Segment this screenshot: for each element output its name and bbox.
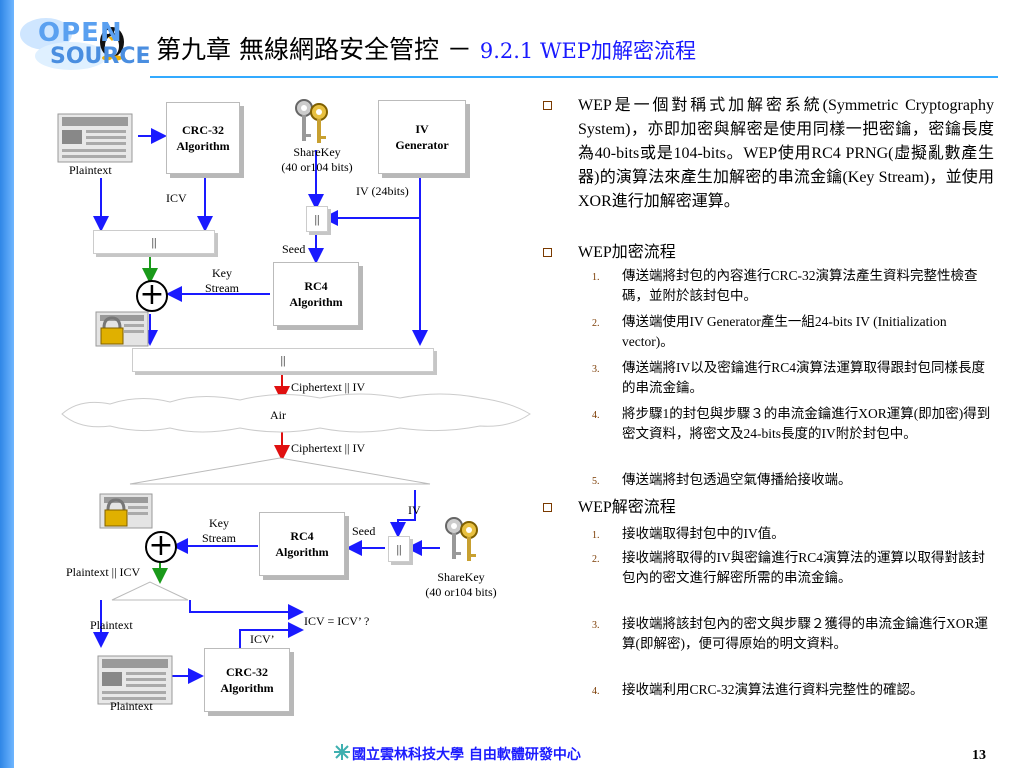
label-icv-prime: ICV’ [250,632,275,646]
snowflake-icon [334,744,350,764]
enc-step-3: 傳送端將IV以及密鑰進行RC4演算法運算取得跟封包同樣長度的串流金鑰。 [622,360,986,395]
xor-operator-sender: + [136,280,168,312]
rc4-algorithm-box-receiver: RC4 Algorithm [259,512,345,576]
label-icv: ICV [166,191,187,205]
enc-step-1: 傳送端將封包的內容進行CRC-32演算法產生資料完整性檢查碼，並附於該封包中。 [622,268,978,303]
footer-organization: 國立雲林科技大學 自由軟體研發中心 [352,747,581,763]
enc-step-4: 將步驟1的封包與步驟３的串流金鑰進行XOR運算(即加密)得到密文資料，將密文及2… [622,406,991,441]
open-source-logo [16,14,134,74]
bullet-square-1 [543,101,552,110]
dec-step-2: 接收端將取得的IV與密鑰進行RC4演算法的運算以取得對該封包內的密文進行解密所需… [622,550,986,585]
label-plaintext-icv: Plaintext || ICV [66,565,141,579]
page-number: 13 [972,748,986,763]
dec-step-4-number: 4. [592,686,600,697]
enc-step-2: 傳送端使用IV Generator產生一組24-bits IV (Initial… [622,314,947,349]
logo-text-source: SOURCE [50,44,151,69]
bullet-square-2 [543,248,552,257]
label-seed-sender: Seed [282,242,306,256]
newspaper-icon-receiver [96,654,176,710]
bullet-wep-encrypt-heading: WEP加密流程 [578,244,676,261]
label-iv: IV [408,503,421,517]
label-plaintext-3: Plaintext [110,699,153,713]
locked-newspaper-icon-sender [94,310,150,354]
dec-step-1: 接收端取得封包中的IV值。 [622,526,785,541]
label-air: Air [270,408,286,422]
enc-step-5-number: 5. [592,476,600,487]
slide-title: 第九章 無線網路安全管控 － 9.2.1 WEP加解密流程 [156,30,696,66]
enc-step-2-number: 2. [592,318,600,329]
key-icon-sender [292,98,332,150]
concat-box-sender: || [306,206,328,232]
dec-step-1-number: 1. [592,530,600,541]
label-sharekey-sender: ShareKey (40 or104 bits) [281,145,353,174]
label-plaintext-1: Plaintext [69,163,112,177]
locked-newspaper-icon-receiver [98,492,154,536]
rc4-algorithm-box-sender: RC4 Algorithm [273,262,359,326]
label-plaintext-2: Plaintext [90,618,133,632]
crc32-algorithm-box-sender: CRC-32 Algorithm [166,102,240,174]
enc-step-5: 傳送端將封包透過空氣傳播給接收端。 [622,472,852,487]
title-underline [150,76,998,78]
bullet-square-3 [543,503,552,512]
enc-step-3-number: 3. [592,364,600,375]
label-key-stream-sender: Key Stream [205,266,239,295]
enc-step-1-number: 1. [592,272,600,283]
label-key-stream-receiver: Key Stream [202,516,236,545]
title-main: 第九章 無線網路安全管控 － [156,35,472,64]
key-icon-receiver [442,516,482,568]
concat-bar-ciphertext-iv: || [132,348,434,372]
label-iv-24bits: IV (24bits) [356,184,409,198]
bullet-wep-decrypt-heading: WEP解密流程 [578,499,676,516]
enc-step-4-number: 4. [592,410,600,421]
crc32-algorithm-box-receiver: CRC-32 Algorithm [204,648,290,712]
dec-step-2-number: 2. [592,554,600,565]
label-icv-compare: ICV = ICV’ ? [304,614,370,628]
label-sharekey-receiver: ShareKey (40 or104 bits) [425,570,497,599]
sidebar-stripe [0,0,14,768]
label-ciphertext-iv-1: Ciphertext || IV [291,380,366,394]
dec-step-4: 接收端利用CRC-32演算法進行資料完整性的確認。 [622,682,924,697]
iv-generator-box: IV Generator [378,100,466,174]
newspaper-icon-sender [56,112,136,168]
bullet-wep-overview: WEP是一個對稱式加解密系統(Symmetric Cryptography Sy… [578,97,994,210]
xor-operator-receiver: + [145,531,177,563]
dec-step-3-number: 3. [592,620,600,631]
label-ciphertext-iv-2: Ciphertext || IV [291,441,366,455]
dec-step-3: 接收端將該封包內的密文與步驟２獲得的串流金鑰進行XOR運算(即解密)，便可得原始… [622,616,989,651]
logo-text-open: OPEN [38,18,123,48]
concat-box-receiver: || [388,536,410,562]
concat-bar-plaintext-icv: || [93,230,215,254]
label-seed-receiver: Seed [352,524,376,538]
title-subtitle: 9.2.1 WEP加解密流程 [479,39,697,63]
